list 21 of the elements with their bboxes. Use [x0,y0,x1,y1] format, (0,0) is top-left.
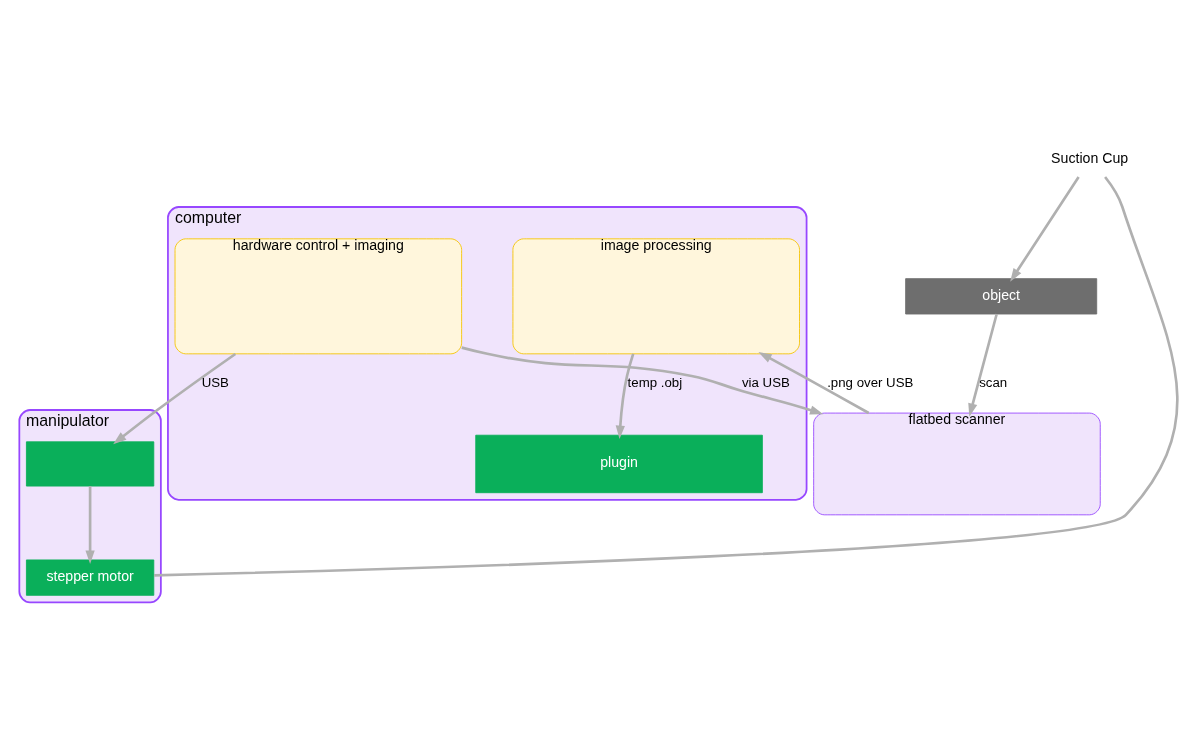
edge-label: USB [201,374,229,390]
node-box: flatbed scanner [813,412,1101,516]
edge-label: temp .obj [627,374,683,390]
arrow [461,346,824,415]
arrow [1010,176,1080,282]
node-box: image processing [512,238,800,355]
arrow [758,352,870,415]
arrow [85,486,95,564]
node-text: Suction Cup [1051,149,1129,166]
arrow [113,352,237,445]
node-box: stepper motor [26,559,155,596]
node-box: plugin [475,434,763,494]
arrow [615,353,635,439]
edge-label: via USB [741,374,790,390]
node-box: object [905,278,1098,315]
connector [154,176,1179,577]
node-box [26,441,155,487]
edge-label: scan [979,374,1008,390]
arrow [968,313,998,417]
node-box: hardware control + imaging [174,238,463,355]
edge-label: .png over USB [827,374,914,390]
